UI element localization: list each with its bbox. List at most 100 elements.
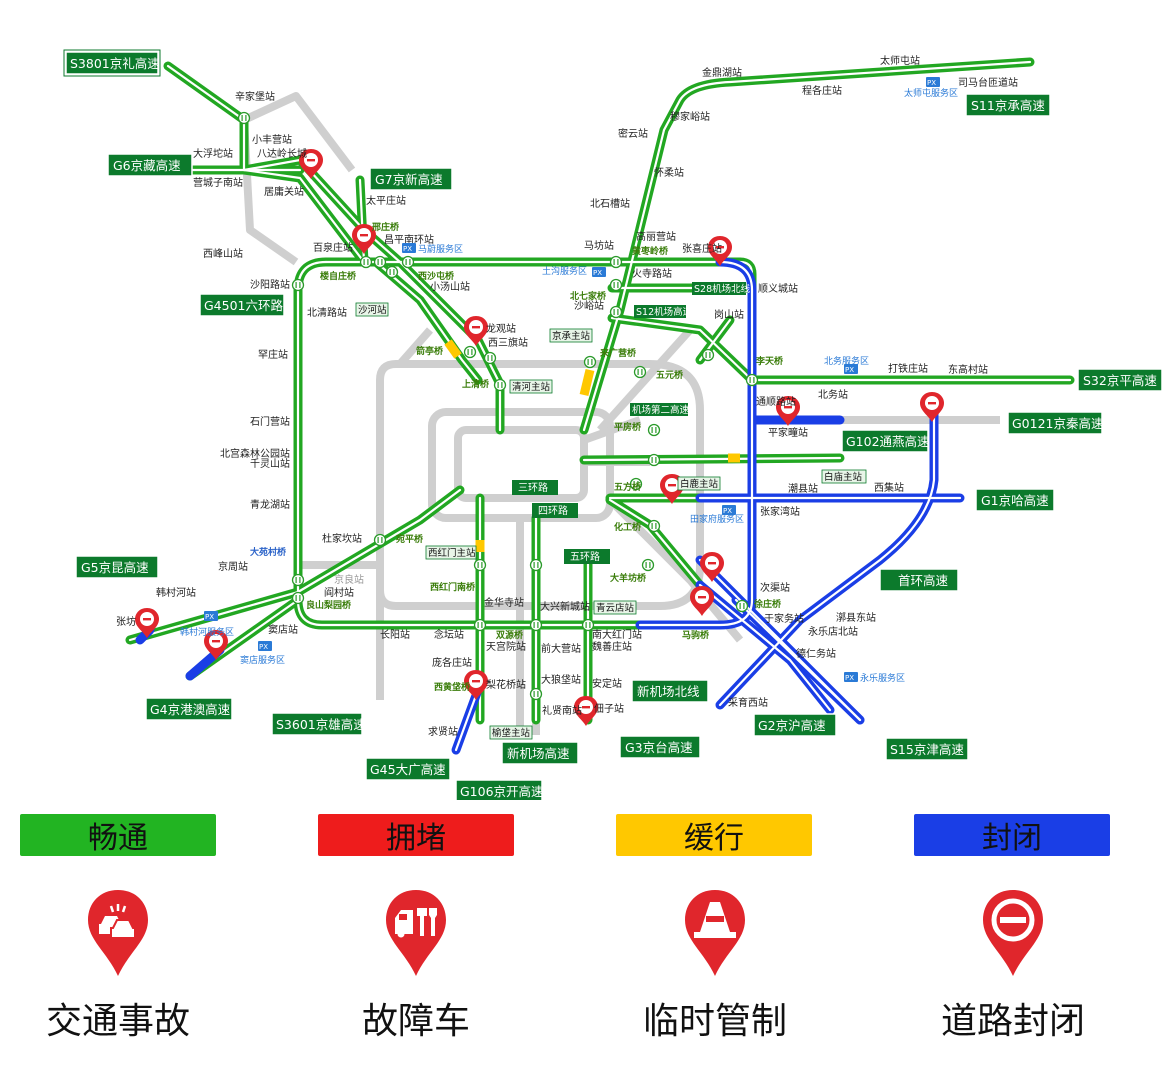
svg-text:化工桥: 化工桥 (614, 521, 642, 533)
closed-roads (135, 257, 965, 755)
svg-text:五元桥: 五元桥 (656, 369, 684, 381)
legend-closure-label: 道路封闭 (940, 1001, 1085, 1042)
svg-text:沙阳路站: 沙阳路站 (250, 278, 290, 291)
svg-text:大兴新城站: 大兴新城站 (540, 600, 590, 613)
svg-text:太平庄站: 太平庄站 (366, 194, 406, 207)
svg-text:S15京津高速: S15京津高速 (890, 742, 964, 757)
svg-text:楼自庄桥: 楼自庄桥 (320, 270, 357, 282)
svg-text:魏善庄站: 魏善庄站 (592, 640, 632, 653)
sign-g4: G4京港澳高速 (145, 697, 233, 721)
svg-text:于家务站: 于家务站 (764, 612, 804, 625)
svg-text:京良站: 京良站 (334, 573, 364, 586)
svg-text:G1京哈高速: G1京哈高速 (981, 493, 1049, 508)
svg-text:大狼垡站: 大狼垡站 (541, 673, 581, 686)
svg-text:韩村河服务区: 韩村河服务区 (180, 626, 234, 638)
svg-text:西三旗站: 西三旗站 (488, 336, 528, 349)
svg-text:东高村站: 东高村站 (948, 363, 988, 376)
svg-text:G5京昆高速: G5京昆高速 (81, 560, 149, 575)
svg-text:G4京港澳高速: G4京港澳高速 (150, 702, 231, 717)
sign-g1: G1京哈高速 (975, 488, 1055, 512)
svg-text:平家疃站: 平家疃站 (768, 426, 808, 439)
sign-g45: G45大广高速 (365, 757, 451, 781)
legend-closed-label: 封闭 (982, 821, 1042, 856)
svg-text:PX: PX (845, 366, 854, 374)
svg-text:G45大广高速: G45大广高速 (370, 762, 446, 777)
svg-text:采育西站: 采育西站 (728, 696, 768, 709)
svg-text:罕庄站: 罕庄站 (258, 348, 288, 361)
svg-text:青云店站: 青云店站 (596, 602, 635, 614)
svg-text:金鼎湖站: 金鼎湖站 (702, 66, 742, 79)
svg-text:程各庄站: 程各庄站 (802, 84, 842, 97)
svg-text:西集站: 西集站 (874, 481, 904, 494)
legend-congested-bar: 拥堵 (318, 814, 514, 856)
sign-g4501: G4501六环路 (199, 293, 285, 317)
svg-text:居庸关站: 居庸关站 (264, 185, 304, 198)
svg-text:白鹿主站: 白鹿主站 (680, 478, 719, 490)
svg-text:S3801京礼高速: S3801京礼高速 (70, 56, 160, 71)
legend-clear-label: 畅通 (88, 821, 148, 856)
svg-text:次渠站: 次渠站 (760, 581, 790, 594)
svg-text:窦店服务区: 窦店服务区 (240, 654, 285, 666)
bridge-labels: 邢庄桥 楼自庄桥 西沙屯桥 箭亭桥 上清桥 北七家桥 来广营桥 黄枣岭桥 五元桥… (250, 221, 784, 693)
svg-text:通顺路站: 通顺路站 (756, 395, 796, 408)
svg-text:念坛站: 念坛站 (434, 628, 464, 641)
svg-text:西黄垡桥: 西黄垡桥 (434, 681, 471, 693)
svg-text:G6京藏高速: G6京藏高速 (113, 158, 181, 173)
legend-closed-bar: 封闭 (914, 814, 1110, 856)
car-crash-icon (88, 890, 148, 976)
svg-text:百泉庄站: 百泉庄站 (313, 241, 353, 254)
svg-text:司马台匝道站: 司马台匝道站 (958, 76, 1018, 89)
svg-text:潮县站: 潮县站 (788, 482, 818, 495)
sign-g7: G7京新高速 (369, 167, 453, 191)
svg-text:土沟服务区: 土沟服务区 (542, 265, 587, 277)
svg-text:大浮坨站: 大浮坨站 (193, 147, 233, 160)
svg-text:S32京平高速: S32京平高速 (1083, 373, 1157, 388)
svg-text:沙峪站: 沙峪站 (574, 299, 604, 312)
svg-text:张喜庄站: 张喜庄站 (682, 242, 722, 255)
svg-text:张坊: 张坊 (116, 615, 136, 628)
svg-text:首环高速: 首环高速 (898, 573, 949, 588)
svg-text:礼贤南站: 礼贤南站 (542, 704, 582, 717)
svg-text:箭亭桥: 箭亭桥 (416, 345, 444, 357)
svg-text:S3601京雄高速: S3601京雄高速 (276, 717, 366, 732)
legend-control-label: 临时管制 (642, 1001, 787, 1042)
sign-g3: G3京台高速 (619, 735, 701, 759)
broken-car-icon (386, 890, 446, 976)
svg-text:京周站: 京周站 (218, 560, 248, 573)
svg-text:窦店站: 窦店站 (268, 623, 298, 636)
svg-text:德仁务站: 德仁务站 (796, 647, 836, 660)
svg-text:岗山站: 岗山站 (714, 308, 744, 321)
svg-text:密云站: 密云站 (618, 127, 648, 140)
route-signs: S3801京礼高速 G6京藏高速 G7京新高速 G4501六环路 S11京承高速… (63, 49, 1163, 800)
svg-text:八达岭长城: 八达岭长城 (257, 147, 307, 160)
svg-text:太师屯服务区: 太师屯服务区 (904, 87, 958, 99)
svg-text:PX: PX (845, 674, 854, 682)
svg-text:白庙主站: 白庙主站 (824, 471, 863, 483)
svg-text:打铁庄站: 打铁庄站 (888, 362, 928, 375)
sign-shouhuan: 首环高速 (879, 568, 959, 592)
svg-text:马蔚服务区: 马蔚服务区 (418, 243, 463, 255)
svg-text:G4501六环路: G4501六环路 (204, 298, 283, 313)
svg-text:G7京新高速: G7京新高速 (375, 172, 443, 187)
sign-g6: G6京藏高速 (107, 153, 193, 177)
svg-text:长阳站: 长阳站 (380, 628, 410, 641)
sign-s15: S15京津高速 (885, 737, 969, 761)
svg-text:顺义城站: 顺义城站 (758, 282, 798, 295)
svg-text:五环路: 五环路 (570, 550, 600, 563)
svg-text:南大红门站: 南大红门站 (592, 628, 642, 641)
svg-text:新机场北线: 新机场北线 (637, 684, 700, 699)
svg-text:G2京沪高速: G2京沪高速 (758, 718, 826, 733)
svg-text:PX: PX (927, 79, 936, 87)
sign-s32: S32京平高速 (1077, 368, 1163, 392)
svg-text:良山梨园桥: 良山梨园桥 (306, 599, 352, 611)
svg-text:杜家坎站: 杜家坎站 (322, 532, 362, 545)
svg-text:高丽营站: 高丽营站 (636, 230, 676, 243)
sign-g0121: G0121京秦高速 (1007, 411, 1104, 435)
svg-text:梨花桥站: 梨花桥站 (486, 678, 526, 691)
svg-text:G106京开高速: G106京开高速 (460, 784, 544, 799)
svg-text:李天桥: 李天桥 (755, 355, 784, 367)
legend-slow-label: 缓行 (684, 821, 744, 856)
svg-text:怀柔站: 怀柔站 (654, 166, 684, 179)
